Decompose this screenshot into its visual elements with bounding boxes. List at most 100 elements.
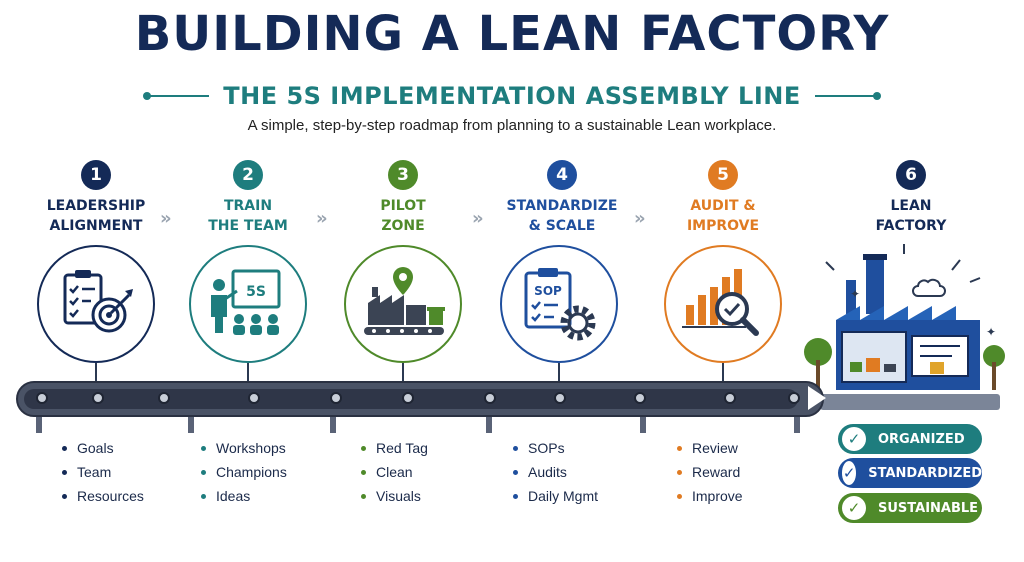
step-2-title: TRAIN THE TEAM	[178, 196, 318, 236]
bullet-dot-icon	[201, 445, 206, 451]
bullet-dot-icon	[62, 469, 67, 475]
conveyor-belt	[16, 381, 824, 417]
list-item: Improve	[677, 484, 743, 508]
bullet-text: Review	[692, 440, 738, 456]
roller-icon	[554, 392, 566, 404]
subtitle: THE 5S IMPLEMENTATION ASSEMBLY LINE	[223, 82, 801, 110]
sop-label: SOP	[534, 284, 562, 298]
chevron-arrow-icon: »	[316, 208, 328, 229]
roller-icon	[788, 392, 800, 404]
list-item: Ideas	[201, 484, 287, 508]
bullet-text: Goals	[77, 440, 114, 456]
step-5-number: 5	[708, 160, 738, 190]
bullet-dot-icon	[513, 445, 518, 451]
bullet-dot-icon	[513, 469, 518, 475]
bullet-dot-icon	[677, 493, 682, 499]
list-item: Clean	[361, 460, 428, 484]
bullet-dot-icon	[361, 469, 366, 475]
bullet-text: SOPs	[528, 440, 565, 456]
bullet-text: Reward	[692, 464, 741, 480]
chevron-arrow-icon: »	[634, 208, 646, 229]
step-5-header: 5 AUDIT & IMPROVE	[653, 160, 793, 236]
conveyor-leg	[640, 417, 646, 433]
step-6-title-line2: FACTORY	[875, 218, 947, 234]
roller-icon	[248, 392, 260, 404]
conveyor-leg	[188, 417, 194, 433]
bullet-dot-icon	[62, 445, 67, 451]
bullet-dot-icon	[677, 469, 682, 475]
step-6-title: LEAN FACTORY	[841, 196, 981, 236]
subtitle-divider-right	[814, 92, 881, 100]
conveyor-track	[24, 389, 800, 409]
step-3-header: 3 PILOT ZONE	[333, 160, 473, 236]
factory-ground	[820, 394, 1000, 410]
step-3-title-line2: ZONE	[381, 218, 425, 234]
bullet-text: Team	[77, 464, 112, 480]
svg-text:✦: ✦	[850, 287, 860, 301]
roller-icon	[634, 392, 646, 404]
chevron-arrow-icon: »	[472, 208, 484, 229]
step-1-title-line2: ALIGNMENT	[49, 218, 143, 234]
list-item: Team	[62, 460, 144, 484]
bullet-dot-icon	[677, 445, 682, 451]
roller-icon	[92, 392, 104, 404]
roller-icon	[36, 392, 48, 404]
roller-icon	[330, 392, 342, 404]
sop-gear-icon: SOP	[524, 268, 596, 341]
list-item: Audits	[513, 460, 598, 484]
step-5-title: AUDIT & IMPROVE	[653, 196, 793, 236]
step-3-number: 3	[388, 160, 418, 190]
bullet-dot-icon	[62, 493, 67, 499]
check-icon: ✓	[842, 427, 866, 451]
list-item: Reward	[677, 460, 743, 484]
bullet-dot-icon	[513, 493, 518, 499]
bullet-text: Red Tag	[376, 440, 428, 456]
step-4-title-line1: STANDARDIZE	[506, 198, 618, 214]
outcome-label: SUSTAINABLE	[878, 500, 979, 516]
bullet-text: Workshops	[216, 440, 286, 456]
step-1-title: LEADERSHIP ALIGNMENT	[26, 196, 166, 236]
bullet-text: Resources	[77, 488, 144, 504]
step-6-number: 6	[896, 160, 926, 190]
list-item: Red Tag	[361, 436, 428, 460]
bullet-dot-icon	[361, 493, 366, 499]
bullet-dot-icon	[361, 445, 366, 451]
bullet-text: Visuals	[376, 488, 421, 504]
check-icon: ✓	[842, 461, 857, 485]
list-item: Visuals	[361, 484, 428, 508]
bullet-text: Ideas	[216, 488, 251, 504]
step-2-bullets: Workshops Champions Ideas	[201, 436, 287, 508]
outcome-badge-standardized: ✓ STANDARDIZED	[838, 458, 982, 488]
step-4-icon-circle: SOP	[500, 245, 618, 363]
roller-icon	[158, 392, 170, 404]
factory-pin-icon	[364, 267, 445, 335]
step-2-icon-circle: 5S	[189, 245, 307, 363]
step-3-title: PILOT ZONE	[333, 196, 473, 236]
subtitle-divider-left	[143, 92, 210, 100]
step-2-number: 2	[233, 160, 263, 190]
bullet-text: Audits	[528, 464, 567, 480]
roller-icon	[484, 392, 496, 404]
list-item: Resources	[62, 484, 144, 508]
list-item: Champions	[201, 460, 287, 484]
step-1-header: 1 LEADERSHIP ALIGNMENT	[26, 160, 166, 236]
roller-icon	[402, 392, 414, 404]
step-4-header: 4 STANDARDIZE & SCALE	[492, 160, 632, 236]
tagline: A simple, step-by-step roadmap from plan…	[247, 117, 777, 134]
bullet-text: Daily Mgmt	[528, 488, 599, 504]
subtitle-row: THE 5S IMPLEMENTATION ASSEMBLY LINE	[0, 80, 1024, 112]
step-4-title: STANDARDIZE & SCALE	[492, 196, 632, 236]
step-2-title-line1: TRAIN	[223, 198, 273, 214]
chevron-arrow-icon: »	[160, 208, 172, 229]
step-3-icon-circle	[344, 245, 462, 363]
conveyor-leg	[486, 417, 492, 433]
step-4-bullets: SOPs Audits Daily Mgmt	[513, 436, 598, 508]
roller-icon	[724, 392, 736, 404]
step-5-bullets: Review Reward Improve	[677, 436, 743, 508]
list-item: Workshops	[201, 436, 287, 460]
outcome-badge-organized: ✓ ORGANIZED	[838, 424, 982, 454]
step-6-title-line1: LEAN	[890, 198, 932, 214]
step-1-icon-circle	[37, 245, 155, 363]
circle-stem	[95, 363, 97, 381]
step-2-title-line2: THE TEAM	[208, 218, 288, 234]
